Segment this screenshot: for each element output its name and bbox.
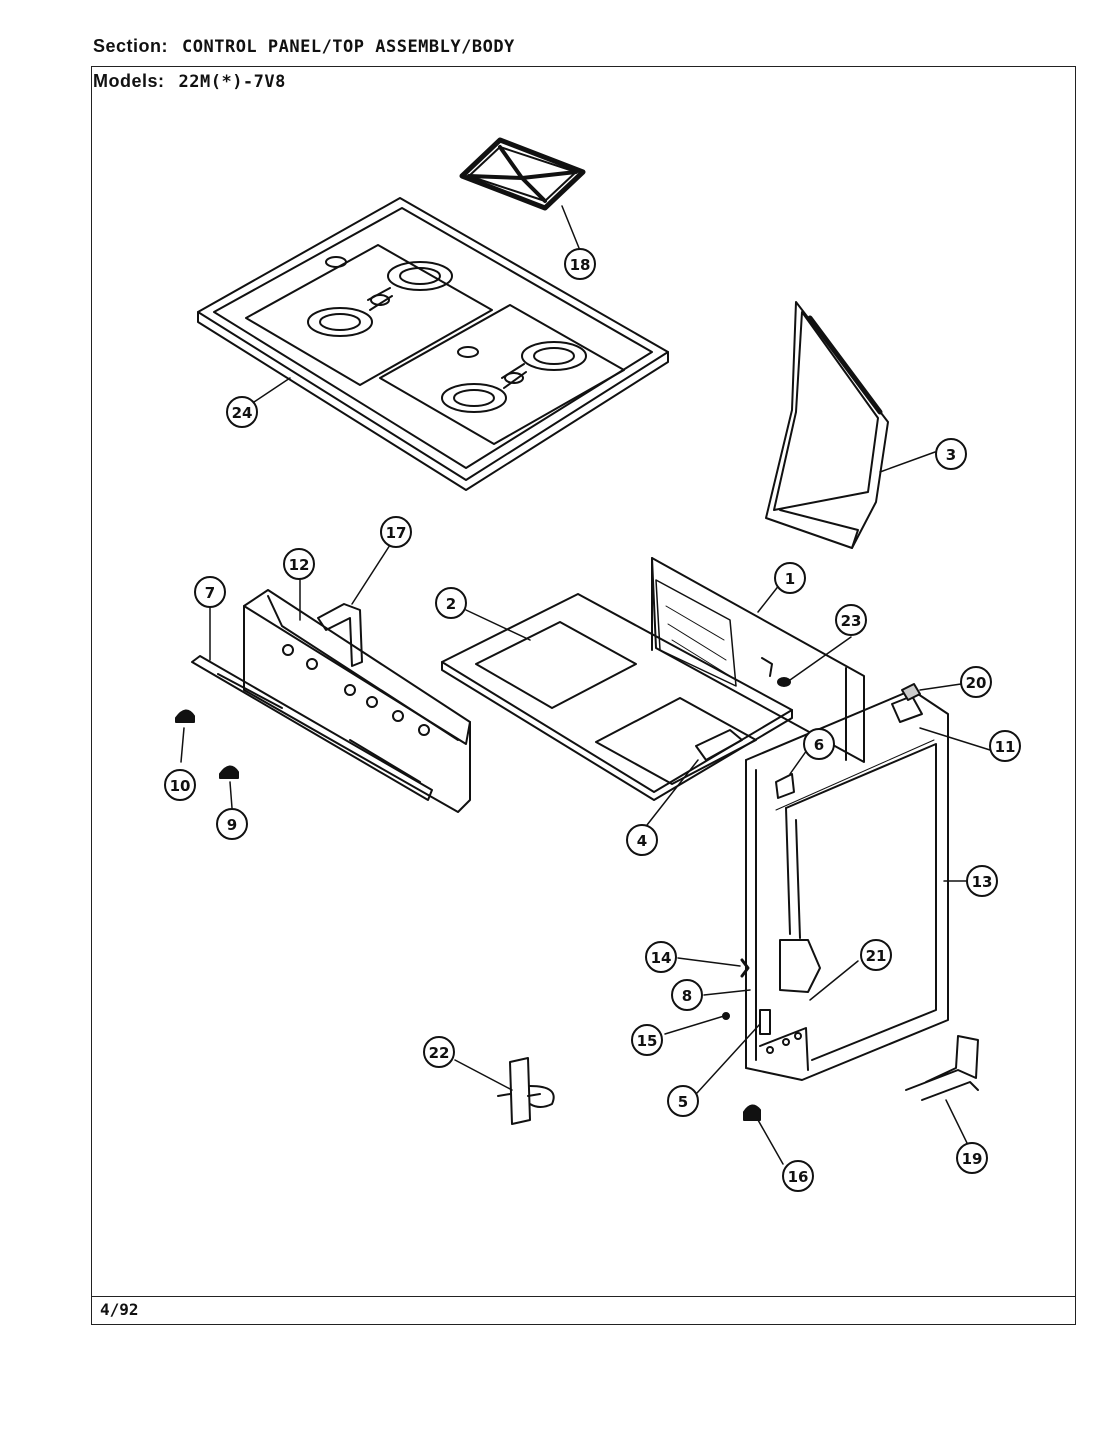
callout-7: 7: [205, 584, 215, 602]
callout-3: 3: [946, 446, 956, 464]
cap-20: [901, 683, 921, 701]
trim-strip: [191, 655, 433, 801]
callout-24: 24: [232, 404, 253, 422]
callout-19: 19: [962, 1150, 983, 1168]
section-value: CONTROL PANEL/TOP ASSEMBLY/BODY: [182, 37, 515, 57]
revision-date: 4/92: [100, 1300, 139, 1319]
foot-16: [743, 1104, 761, 1121]
clip-6: [775, 773, 795, 799]
callout-12: 12: [289, 556, 310, 574]
callout-13: 13: [972, 873, 993, 891]
bracket: [317, 603, 363, 667]
callout-leaders: [180, 205, 991, 1165]
hinge-5: [759, 1009, 771, 1035]
section-header: Section: CONTROL PANEL/TOP ASSEMBLY/BODY: [93, 36, 515, 57]
callout-22: 22: [429, 1044, 450, 1062]
models-header: Models: 22M(*)-7V8: [93, 71, 286, 92]
callout-20: 20: [966, 674, 987, 692]
main-top: [197, 197, 669, 491]
callout-8: 8: [682, 987, 692, 1005]
callout-18: 18: [570, 256, 591, 274]
cooktop-panel: [441, 593, 793, 801]
section-label: Section:: [93, 36, 169, 56]
bracket-4: [695, 729, 743, 761]
callout-5: 5: [678, 1093, 688, 1111]
callout-4: 4: [637, 832, 647, 850]
callout-16: 16: [788, 1168, 809, 1186]
callout-2: 2: [446, 595, 456, 613]
burner-box-shield: [765, 301, 889, 549]
callout-9: 9: [227, 816, 237, 834]
callout-17: 17: [386, 524, 407, 542]
burner-grate: [459, 137, 586, 211]
diagram-frame: [91, 66, 1076, 1325]
models-value: 22M(*)-7V8: [178, 72, 286, 92]
callout-10: 10: [170, 777, 191, 795]
screw-23: [777, 677, 791, 687]
control-panel-front: [243, 589, 471, 813]
callout-11: 11: [995, 738, 1016, 756]
callout-15: 15: [637, 1032, 658, 1050]
callout-6: 6: [814, 736, 824, 754]
callout-21: 21: [866, 947, 887, 965]
valve-22: [497, 1057, 555, 1125]
models-label: Models:: [93, 71, 165, 91]
footer-divider: [91, 1296, 1076, 1297]
callout-circles: [164, 248, 1021, 1192]
knob-10: [175, 709, 195, 723]
side-panel: [745, 689, 949, 1081]
knob-9: [219, 765, 239, 779]
leveling-bracket-19: [905, 1035, 979, 1101]
back-panel: [651, 557, 865, 763]
callout-23: 23: [841, 612, 862, 630]
callout-14: 14: [651, 949, 672, 967]
callout-1: 1: [785, 570, 795, 588]
spring-14: [740, 958, 750, 978]
